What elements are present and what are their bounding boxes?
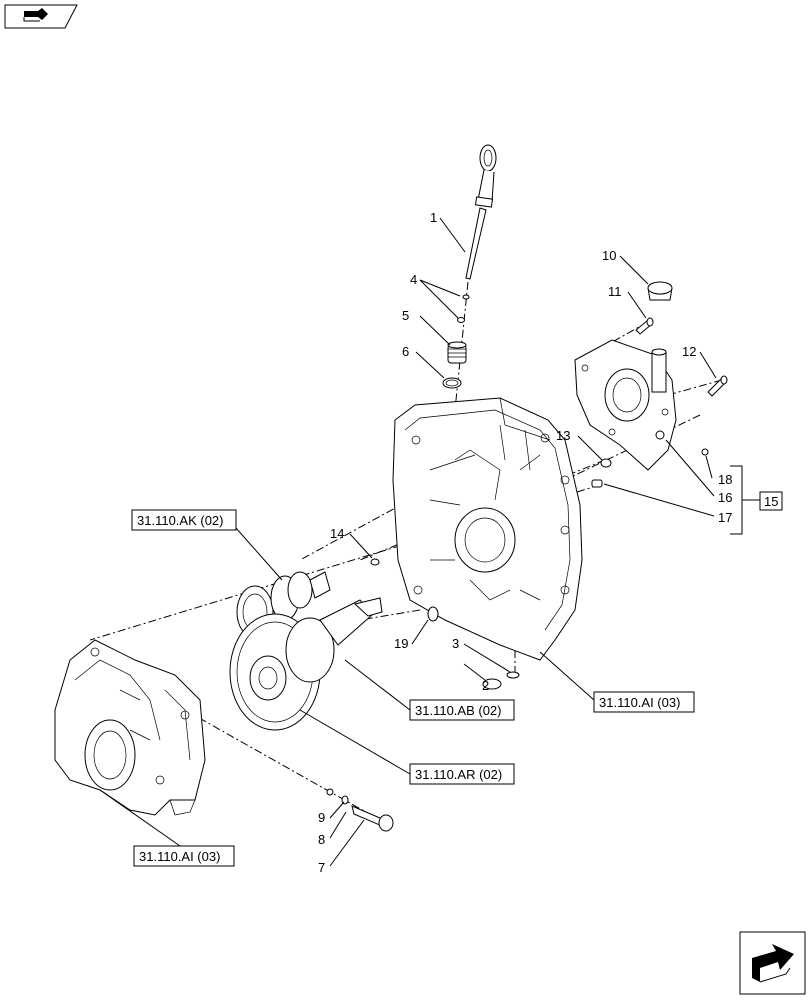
bolt-12 — [707, 375, 728, 397]
side-cover — [574, 339, 677, 471]
callout-1: 1 — [430, 210, 437, 225]
ref-ai03-right[interactable]: 31.110.AI (03) — [593, 691, 695, 713]
ref-ar02[interactable]: 31.110.AR (02) — [409, 763, 515, 785]
pin-17 — [591, 479, 603, 488]
callout-7: 7 — [318, 860, 325, 875]
book-arrow-icon[interactable] — [4, 4, 78, 29]
callout-4: 4 — [410, 272, 417, 287]
svg-text:31.110.AI (03): 31.110.AI (03) — [139, 849, 220, 864]
gear-shaft-lower — [285, 597, 383, 683]
callout-17: 17 — [718, 510, 732, 525]
callout-10: 10 — [602, 248, 616, 263]
callout-15: 15 — [764, 494, 778, 509]
bolt-11 — [635, 317, 654, 335]
seal-ring-lower — [457, 317, 465, 323]
oil-cap — [647, 281, 673, 301]
o-ring-13 — [600, 458, 612, 468]
callout-labels: 1 2 3 4 5 6 7 8 9 10 11 12 13 14 18 16 1… — [318, 210, 732, 875]
callout-9: 9 — [318, 810, 325, 825]
callout-18: 18 — [718, 472, 732, 487]
main-housing — [392, 397, 583, 661]
callout-2: 2 — [482, 678, 489, 693]
pin-18 — [701, 448, 709, 456]
callout-6: 6 — [402, 344, 409, 359]
plug-2 — [482, 678, 502, 690]
leader-lines — [99, 217, 760, 867]
plug-3 — [506, 671, 520, 679]
svg-text:31.110.AK (02): 31.110.AK (02) — [137, 513, 223, 528]
callout-5: 5 — [402, 308, 409, 323]
bolt-7 — [351, 805, 394, 832]
ring-14 — [370, 558, 380, 566]
callout-14: 14 — [330, 526, 344, 541]
threaded-adapter — [447, 341, 467, 364]
washer-9 — [326, 788, 334, 796]
dipstick — [465, 144, 497, 280]
callout-8: 8 — [318, 832, 325, 847]
callout-15-box: 15 — [759, 491, 783, 511]
ref-ak02[interactable]: 31.110.AK (02) — [131, 509, 237, 531]
callout-19: 19 — [394, 636, 408, 651]
ref-ai03-left[interactable]: 31.110.AI (03) — [133, 845, 235, 867]
svg-text:31.110.AB (02): 31.110.AB (02) — [415, 703, 501, 718]
svg-text:31.110.AR (02): 31.110.AR (02) — [415, 767, 502, 782]
callout-11: 11 — [608, 284, 622, 299]
callout-3: 3 — [452, 636, 459, 651]
svg-text:31.110.AI (03): 31.110.AI (03) — [599, 695, 680, 710]
callout-13: 13 — [556, 428, 570, 443]
left-housing — [54, 639, 206, 816]
callout-12: 12 — [682, 344, 696, 359]
plug-19 — [427, 606, 439, 622]
next-page-arrow-icon[interactable] — [739, 931, 806, 995]
ref-ab02[interactable]: 31.110.AB (02) — [409, 699, 515, 721]
seal-ring-upper — [462, 294, 470, 300]
callout-16: 16 — [718, 490, 732, 505]
